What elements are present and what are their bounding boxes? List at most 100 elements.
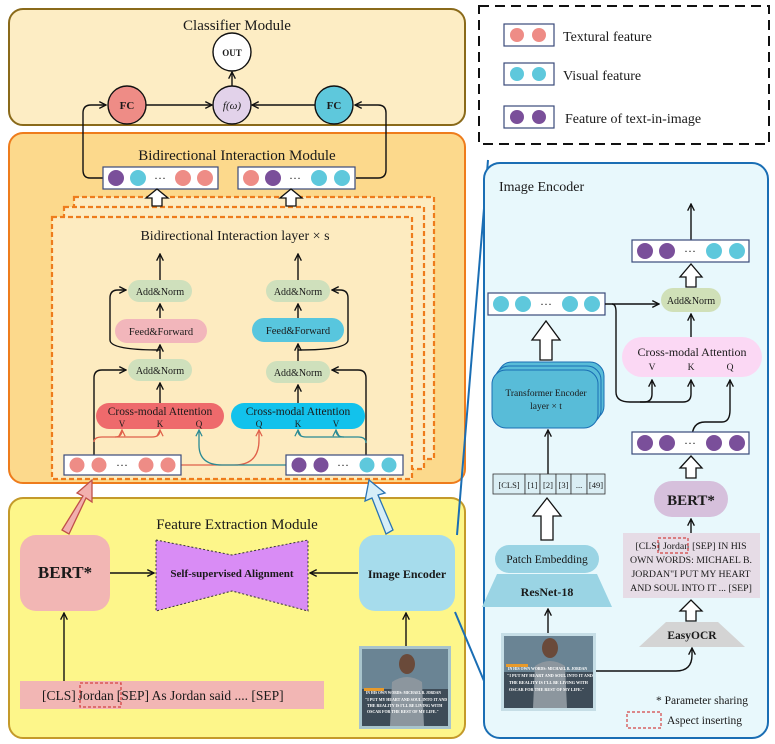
feature-dot — [562, 296, 578, 312]
left-residual-arrow-top — [109, 290, 161, 351]
feature-dot — [659, 435, 675, 451]
bim-output-row-right: ··· — [237, 166, 356, 190]
token-label: ... — [576, 480, 582, 490]
feature-dot — [91, 457, 107, 473]
fusion-label: f(ω) — [223, 100, 241, 112]
right-residual-arrow-top — [297, 290, 349, 351]
input-text-rest: [SEP] As Jordan said .... [SEP] — [117, 688, 284, 703]
cls-token: [CLS] — [635, 541, 660, 552]
classifier-module: Classifier Module OUT f(ω) FC FC — [8, 8, 466, 126]
transformer-label-line1: Transformer Encoder — [505, 388, 587, 399]
feature-row-frame — [63, 454, 182, 476]
feature-dot — [175, 170, 191, 186]
feature-dot — [381, 457, 397, 473]
feature-dot — [493, 296, 509, 312]
photo-caption-header: IN HIS OWN WORDS: MICHAEL B. JORDAN — [366, 691, 441, 695]
visual-to-v-arrow — [611, 303, 652, 403]
feature-dot — [265, 170, 281, 186]
easyocr-box — [639, 622, 745, 647]
feature-extraction-module: Feature Extraction Module BERT* Self-sup… — [8, 478, 466, 739]
patch-token-row: [CLS] [1] [2] [3] ... [49] — [492, 473, 606, 495]
fem-box — [8, 497, 466, 739]
image-encoder-detail: Image Encoder ··· Add&Norm Cross-modal A… — [482, 162, 769, 739]
photo-caption-tag — [364, 688, 384, 691]
aspect-token: Jordan — [663, 541, 689, 552]
visual-to-k-arrow — [640, 380, 691, 403]
input-text: [CLS]Jordan[SEP] As Jordan said .... [SE… — [42, 688, 284, 703]
feature-dot — [510, 67, 524, 81]
feature-row-frame — [102, 166, 219, 190]
ocr-text-rest: [SEP] IN HIS — [692, 541, 746, 552]
right-residual-arrow-bottom — [332, 370, 367, 455]
text-to-k-arrow — [115, 430, 160, 438]
left-add-norm-top-label: Add&Norm — [136, 287, 185, 298]
k-label: K — [688, 363, 695, 373]
ellipsis: ··· — [116, 458, 128, 472]
fusion-node — [212, 85, 252, 125]
right-add-norm-top-label: Add&Norm — [274, 287, 323, 298]
param-sharing-note: * Parameter sharing — [656, 695, 748, 707]
legend-label: Feature of text-in-image — [565, 112, 701, 127]
encoder-cross-modal-attention — [622, 337, 762, 377]
ellipsis: ··· — [684, 436, 696, 450]
legend-label: Textural feature — [563, 30, 652, 45]
bim-left-to-fc-arrow — [82, 105, 106, 179]
ocr-bert-label: BERT* — [667, 493, 715, 509]
feature-dot — [160, 457, 176, 473]
visual-feature-up-arrow — [364, 478, 394, 535]
bim-input-row-visual: ··· — [285, 454, 404, 476]
aspect-insert-box — [79, 682, 122, 708]
ocr-bert-box — [654, 481, 728, 517]
feature-dot — [532, 67, 546, 81]
left-attention-label: Cross-modal Attention — [108, 406, 213, 418]
q-label: Q — [256, 419, 263, 429]
feature-dot — [313, 457, 329, 473]
bidirectional-interaction-module: Bidirectional Interaction Module ··· ··· — [8, 105, 466, 484]
out-node — [212, 32, 252, 72]
transformer-encoder-box — [491, 369, 599, 429]
q-label: Q — [196, 419, 203, 429]
token-cell — [586, 473, 606, 495]
ocr-to-q-arrow — [691, 380, 730, 439]
feature-dot — [706, 435, 722, 451]
image-encoder-title: Image Encoder — [499, 180, 584, 195]
v-label: V — [333, 419, 340, 429]
ocr-feature-row: ··· — [631, 431, 750, 455]
photo-caption-line: "I PUT MY HEART AND SOUL INTO IT AND — [507, 673, 593, 678]
bert-label: BERT* — [38, 563, 92, 582]
aspect-token: Jordan — [78, 688, 114, 703]
interaction-layer-box — [50, 215, 414, 481]
bim-right-to-fc-arrow — [355, 105, 387, 179]
ocr-text-box — [623, 533, 760, 598]
feature-dot — [130, 170, 146, 186]
visual-to-v-arrow — [336, 430, 367, 444]
feature-dot — [515, 296, 531, 312]
hollow-up-arrow — [678, 262, 704, 288]
encoder-output-row: ··· — [631, 239, 750, 263]
feature-dot — [359, 457, 375, 473]
ocr-text-line1: [CLS]Jordan[SEP] IN HIS — [635, 541, 746, 552]
token-label: [49] — [589, 480, 603, 490]
right-add-norm-bottom — [266, 361, 330, 383]
text-to-v-arrow — [93, 430, 122, 443]
feature-dot — [659, 243, 675, 259]
input-image: IN HIS OWN WORDS: MICHAEL B. JORDAN "I P… — [359, 646, 451, 729]
image-encoder-label: Image Encoder — [368, 567, 447, 581]
ellipsis: ··· — [289, 171, 301, 185]
ellipsis: ··· — [154, 171, 166, 185]
feature-dot — [532, 28, 546, 42]
photo-caption-line: "I PUT MY HEART AND SOUL INTO IT AND — [365, 697, 447, 702]
photo-person-head — [399, 654, 415, 674]
right-add-norm-top — [266, 280, 330, 302]
legend: Textural feature Visual feature Feature … — [478, 5, 770, 145]
token-label: [3] — [559, 480, 569, 490]
encoder-add-norm — [661, 288, 721, 312]
encoder-input-image: IN HIS OWN WORDS: MICHAEL B. JORDAN "I P… — [501, 633, 596, 711]
fc-right-label: FC — [327, 100, 342, 112]
right-feed-forward-label: Feed&Forward — [266, 326, 331, 337]
hollow-up-arrow — [678, 599, 704, 622]
encoder-attention-label: Cross-modal Attention — [638, 345, 747, 359]
feature-dot — [108, 170, 124, 186]
left-add-norm-top — [128, 280, 192, 302]
token-label: [1] — [528, 480, 538, 490]
